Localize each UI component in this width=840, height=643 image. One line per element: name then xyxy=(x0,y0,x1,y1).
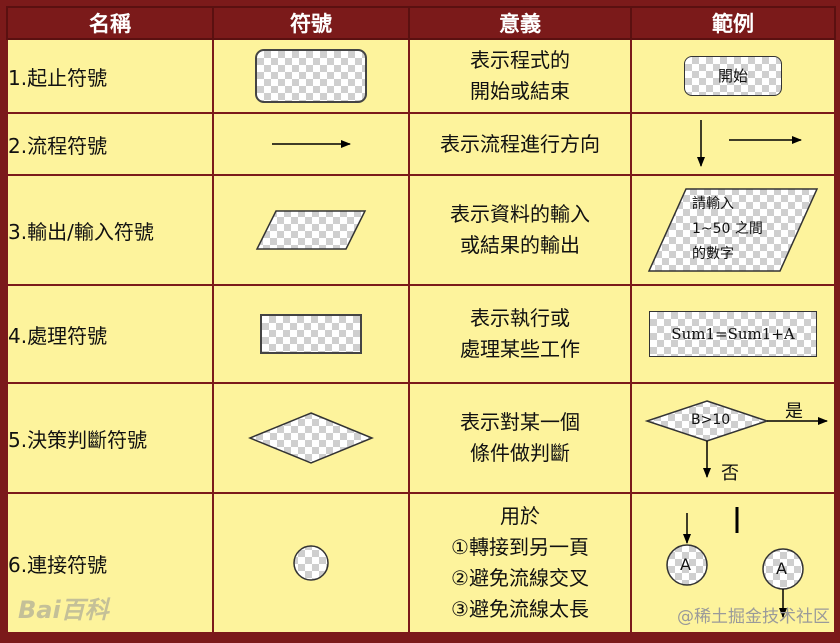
example-no-label: 否 xyxy=(721,463,739,484)
meaning-line: ②避免流線交叉 xyxy=(451,566,589,590)
meaning-line: 條件做判斷 xyxy=(470,441,570,465)
example-io-text: 請輸入 1~50 之間 的數字 xyxy=(692,192,763,267)
meaning-line: 用於 xyxy=(500,504,540,528)
example-cell: 請輸入 1~50 之間 的數字 xyxy=(630,174,836,286)
example-flow-arrows-icon xyxy=(697,120,802,167)
meaning-line: 處理某些工作 xyxy=(460,337,580,361)
flow-arrow-icon xyxy=(272,140,351,148)
table-row: 1.起止符號 表示程式的 開始或結束 開始 xyxy=(6,38,836,114)
symbol-cell xyxy=(212,174,410,286)
row-name: 3.輸出/輸入符號 xyxy=(6,174,214,286)
meaning-line: 表示執行或 xyxy=(470,306,570,330)
example-condition-text: B>10 xyxy=(691,412,731,428)
symbol-cell xyxy=(212,492,410,634)
table-row: 5.決策判斷符號 表示對某一個 條件做判斷 B>10 是 xyxy=(6,382,836,494)
process-rectangle-symbol xyxy=(260,314,362,354)
header-name: 名稱 xyxy=(6,6,214,40)
example-connectors: A A xyxy=(633,503,833,623)
io-parallelogram-icon xyxy=(647,188,819,272)
example-cell: A A xyxy=(630,492,836,634)
meaning-cell: 表示對某一個 條件做判斷 xyxy=(408,382,632,494)
example-connector-label: A xyxy=(776,559,787,578)
flowchart-symbol-table: 名稱 符號 意義 範例 1.起止符號 表示程式的 開始或結束 開始 2.流程符號 xyxy=(6,6,836,634)
example-io-line: 請輸入 xyxy=(692,196,734,212)
meaning-line: 表示流程進行方向 xyxy=(440,131,600,156)
baidu-watermark: Bai百科 xyxy=(18,596,109,624)
meaning-cell: 表示程式的 開始或結束 xyxy=(408,38,632,114)
header-example: 範例 xyxy=(630,6,836,40)
table-row: 3.輸出/輸入符號 表示資料的輸入 或結果的輸出 請輸入 1~50 之間 xyxy=(6,174,836,286)
example-connector-label: A xyxy=(680,555,691,574)
meaning-line: 表示資料的輸入 xyxy=(450,202,590,226)
meaning-cell: 表示流程進行方向 xyxy=(408,112,632,176)
symbol-cell xyxy=(212,112,410,176)
example-cell: 開始 xyxy=(630,38,836,114)
symbol-cell xyxy=(212,38,410,114)
decision-diamond-icon xyxy=(248,412,374,464)
example-connector-diagram xyxy=(666,507,804,618)
example-start-terminal: 開始 xyxy=(684,56,782,96)
meaning-cell: 用於 ①轉接到另一頁 ②避免流線交叉 ③避免流線太長 xyxy=(408,492,632,634)
header-meaning: 意義 xyxy=(408,6,632,40)
meaning-line: 開始或結束 xyxy=(470,79,570,103)
table-row: 6.連接符號 用於 ①轉接到另一頁 ②避免流線交叉 ③避免流線太長 xyxy=(6,492,836,634)
header-row: 名稱 符號 意義 範例 xyxy=(6,6,836,40)
row-name: 6.連接符號 xyxy=(6,492,214,634)
terminal-symbol xyxy=(255,49,367,103)
example-io-box: 請輸入 1~50 之間 的數字 xyxy=(647,188,819,272)
table-row: 2.流程符號 表示流程進行方向 xyxy=(6,112,836,176)
meaning-line: ①轉接到另一頁 xyxy=(451,535,589,559)
example-cell: Sum1=Sum1+A xyxy=(630,284,836,384)
example-io-line: 的數字 xyxy=(692,246,734,262)
table-row: 4.處理符號 表示執行或 處理某些工作 Sum1=Sum1+A xyxy=(6,284,836,384)
juejin-watermark: @稀土掘金技术社区 xyxy=(677,607,830,627)
row-name: 5.決策判斷符號 xyxy=(6,382,214,494)
connector-circle-icon xyxy=(293,545,329,581)
meaning-cell: 表示資料的輸入 或結果的輸出 xyxy=(408,174,632,286)
example-decision-diagram xyxy=(644,400,828,478)
meaning-line: ③避免流線太長 xyxy=(451,597,589,621)
example-process-box: Sum1=Sum1+A xyxy=(649,311,817,357)
row-name: 1.起止符號 xyxy=(6,38,214,114)
example-decision: B>10 是 否 xyxy=(633,393,833,484)
meaning-line: 表示程式的 xyxy=(470,48,570,72)
meaning-line: 表示對某一個 xyxy=(460,410,580,434)
header-symbol: 符號 xyxy=(212,6,410,40)
example-io-line: 1~50 之間 xyxy=(692,221,763,237)
symbol-cell xyxy=(212,284,410,384)
meaning-cell: 表示執行或 處理某些工作 xyxy=(408,284,632,384)
example-cell xyxy=(630,112,836,176)
example-cell: B>10 是 否 xyxy=(630,382,836,494)
example-yes-label: 是 xyxy=(785,401,803,422)
row-name: 4.處理符號 xyxy=(6,284,214,384)
io-parallelogram-icon xyxy=(255,210,367,250)
symbol-cell xyxy=(212,382,410,494)
row-name: 2.流程符號 xyxy=(6,112,214,176)
meaning-line: 或結果的輸出 xyxy=(460,233,580,257)
